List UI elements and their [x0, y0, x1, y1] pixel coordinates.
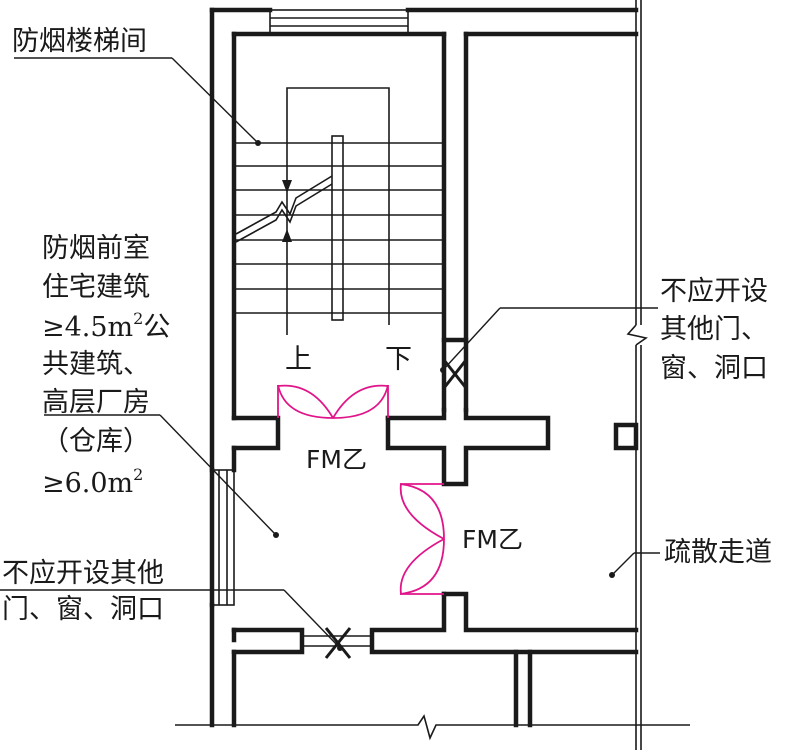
svg-text:其他门、: 其他门、: [660, 314, 768, 345]
stair-treads: [234, 142, 444, 314]
door-fm-2: [399, 483, 445, 595]
label-no-openings-left: 不应开设其他 门、窗、洞口: [2, 558, 164, 625]
stair-handrail: [331, 135, 344, 321]
stair-break-line: [235, 175, 333, 243]
top-window: [269, 9, 409, 35]
label-antechamber: 防烟前室 住宅建筑 ≥4.5m2公 共建筑、 高层厂房 （仓库） ≥6.0m2: [42, 233, 170, 499]
svg-text:不应开设: 不应开设: [660, 276, 768, 307]
left-window: [211, 469, 235, 606]
x-mark-lower: [324, 627, 352, 659]
label-up: 上: [285, 344, 312, 375]
label-corridor: 疏散走道: [664, 537, 772, 568]
label-door-2: FM乙: [462, 525, 523, 554]
label-stair: 防烟楼梯间: [12, 26, 147, 57]
stair-walls: [231, 31, 551, 487]
svg-text:≥6.0m2: ≥6.0m2: [42, 465, 143, 499]
bottom-break-line: [175, 714, 690, 741]
svg-text:共建筑、: 共建筑、: [42, 349, 150, 380]
svg-text:住宅建筑: 住宅建筑: [42, 272, 150, 303]
jamb-wall: [441, 337, 469, 413]
svg-text:高层厂房: 高层厂房: [42, 387, 150, 418]
svg-text:门、窗、洞口: 门、窗、洞口: [2, 594, 164, 625]
svg-text:窗、洞口: 窗、洞口: [660, 353, 768, 384]
label-no-openings-right: 不应开设 其他门、 窗、洞口: [660, 276, 768, 384]
svg-text:（仓库）: （仓库）: [42, 426, 150, 457]
svg-text:不应开设其他: 不应开设其他: [2, 558, 164, 589]
svg-text:防烟前室: 防烟前室: [42, 233, 150, 264]
door-fm-1: [277, 384, 389, 419]
exterior-walls: [209, 0, 648, 750]
x-mark-upper: [442, 359, 468, 389]
lower-walls: [209, 422, 639, 728]
svg-text:≥4.5m2公: ≥4.5m2公: [42, 309, 170, 343]
label-door-1: FM乙: [306, 445, 367, 474]
leaders: [0, 57, 660, 651]
stair-direction-lines: [282, 87, 390, 335]
label-down: 下: [385, 344, 412, 375]
